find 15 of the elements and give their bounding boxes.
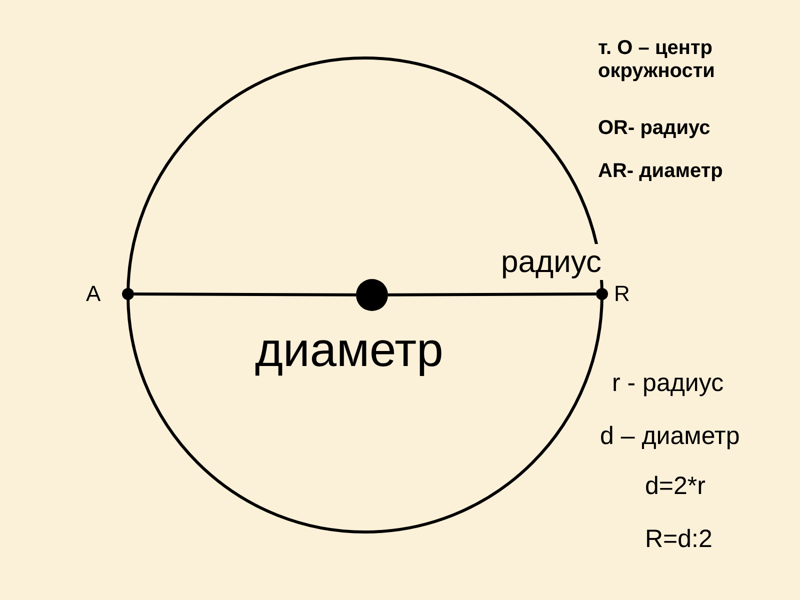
formula-text: R=d:2 bbox=[645, 525, 712, 554]
formula-text: d=2*r bbox=[645, 472, 706, 501]
point-dot bbox=[122, 288, 134, 300]
formula-text: d – диаметр bbox=[600, 422, 740, 451]
formula-text: r - радиус bbox=[612, 369, 724, 398]
point-dot bbox=[356, 279, 388, 311]
point-dot bbox=[596, 288, 608, 300]
line-segment bbox=[134, 292, 356, 296]
diameter-label: диаметр bbox=[255, 323, 444, 378]
definition-text: т. О – центр окружности bbox=[598, 37, 716, 83]
definition-text: AR- диаметр bbox=[598, 160, 723, 183]
point-label: R bbox=[614, 281, 630, 306]
definition-text: OR- радиус bbox=[598, 117, 710, 140]
point-label: A bbox=[86, 281, 101, 306]
line-segment bbox=[388, 292, 596, 296]
